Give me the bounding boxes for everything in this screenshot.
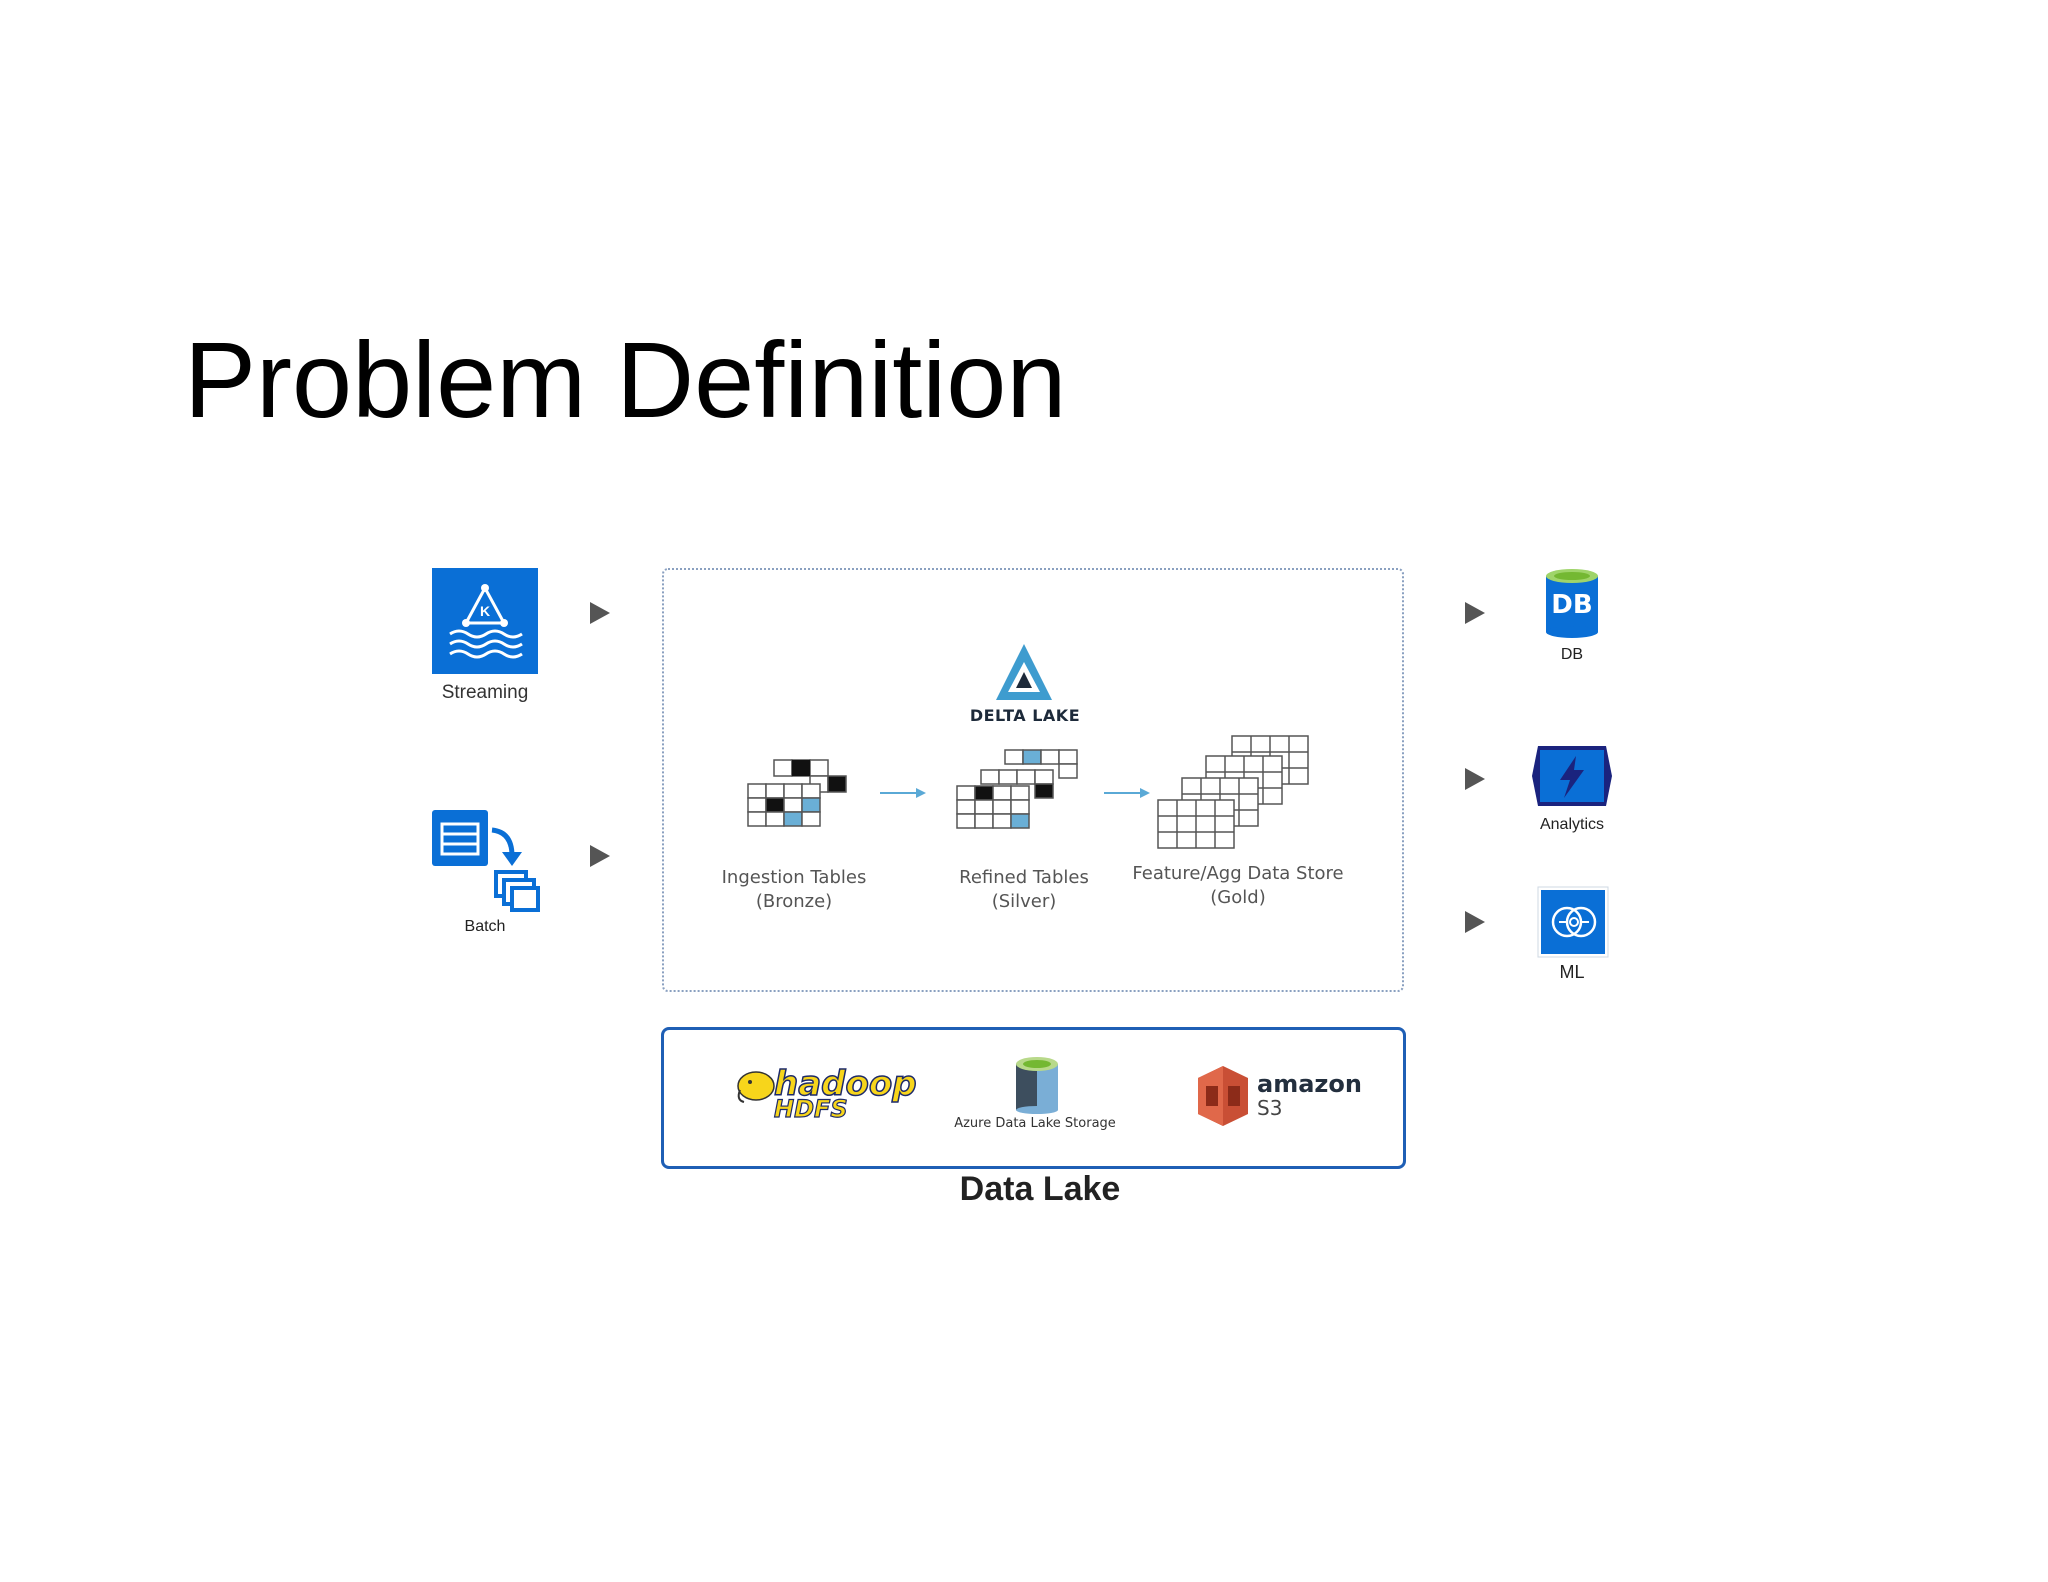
streaming-arrow-icon — [590, 602, 610, 624]
hdfs-text: HDFS — [773, 1095, 848, 1123]
bronze-to-silver-arrow-icon — [880, 785, 928, 801]
kafka-streaming-icon: K — [432, 568, 538, 674]
amazon-s3-sub: S3 — [1257, 1096, 1283, 1120]
streaming-source: K — [432, 568, 538, 674]
db-label: DB — [1560, 646, 1584, 663]
bronze-tier-label: Ingestion Tables (Bronze) — [674, 866, 914, 914]
delta-lake-logo-icon — [992, 640, 1056, 704]
gold-tier-name: Feature/Agg Data Store — [1132, 863, 1344, 884]
amazon-s3-brand: amazon — [1257, 1070, 1362, 1098]
db-arrow-icon — [1465, 602, 1485, 624]
gold-tier-label: Feature/Agg Data Store (Gold) — [1118, 862, 1358, 910]
ml-label: ML — [1559, 962, 1585, 982]
silver-tier-label: Refined Tables (Silver) — [904, 866, 1144, 914]
bronze-table-icon — [746, 758, 850, 834]
machine-learning-brain-icon — [1537, 886, 1609, 958]
silver-tier-name: Refined Tables — [959, 867, 1089, 888]
hadoop-hdfs-logo-icon: hadoop HDFS — [734, 1065, 917, 1124]
svg-text:K: K — [480, 603, 490, 619]
database-icon-text: DB — [1551, 590, 1593, 620]
hadoop-text: hadoop — [773, 1064, 917, 1104]
azure-data-lake-storage-label: Azure Data Lake Storage — [954, 1116, 1116, 1131]
ml-arrow-icon — [1465, 911, 1485, 933]
gold-tier-sub: (Gold) — [1210, 887, 1266, 908]
gold-table-icon — [1156, 734, 1312, 854]
streaming-label: Streaming — [441, 682, 529, 703]
batch-copy-icon — [430, 808, 542, 916]
silver-tier-sub: (Silver) — [991, 891, 1057, 912]
batch-arrow-icon — [590, 845, 610, 867]
batch-label: Batch — [464, 918, 506, 935]
database-icon: DB — [1545, 568, 1599, 640]
silver-to-gold-arrow-icon — [1104, 785, 1152, 801]
amazon-s3-icon — [1196, 1064, 1250, 1128]
azure-data-lake-storage-icon — [1015, 1056, 1059, 1114]
bronze-tier-sub: (Bronze) — [755, 891, 833, 912]
analytics-arrow-icon — [1465, 768, 1485, 790]
analytics-lightning-icon — [1530, 740, 1614, 812]
delta-lake-logo-text: DELTA LAKE — [969, 706, 1081, 725]
analytics-label: Analytics — [1539, 816, 1605, 833]
silver-table-icon — [955, 748, 1085, 844]
data-lake-label: Data Lake — [959, 1170, 1121, 1208]
page-title: Problem Definition — [184, 319, 1067, 440]
bronze-tier-name: Ingestion Tables — [721, 867, 867, 888]
